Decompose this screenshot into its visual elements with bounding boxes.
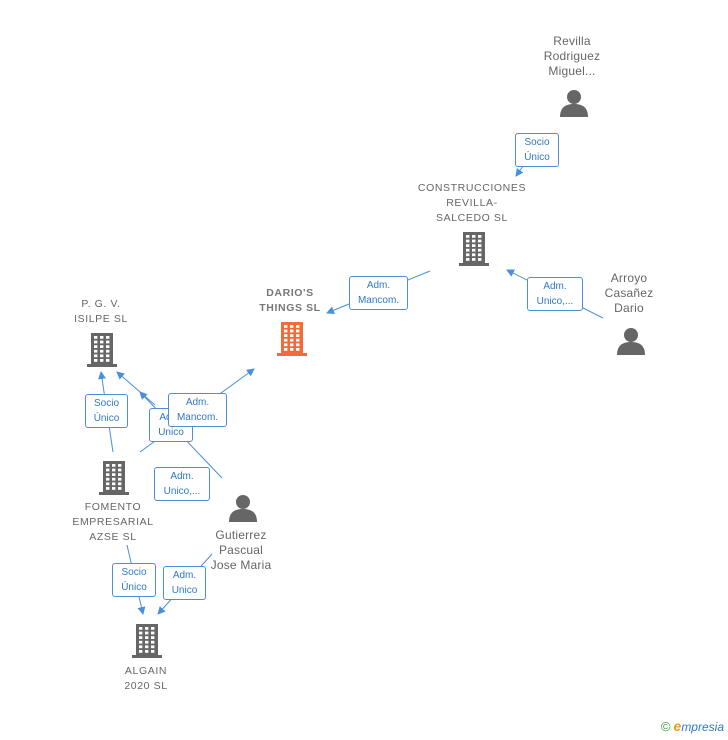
node-label-construcciones[interactable]: CONSTRUCCIONES REVILLA- SALCEDO SL [417, 182, 527, 224]
node-label-arroyo[interactable]: Arroyo Casañez Dario [604, 271, 654, 315]
edges-layer [98, 147, 604, 615]
footer-brand: ©empresia [661, 718, 724, 734]
person-icon-revilla-rodriguez[interactable] [559, 88, 589, 118]
building-icon-pgv-isilpe[interactable] [87, 333, 117, 367]
person-icon-gutierrez[interactable] [228, 493, 258, 523]
edge-label-e2[interactable]: Adm. Mancom. [349, 276, 408, 310]
edge-label-e7[interactable]: Adm. Unico,... [154, 467, 210, 501]
building-icon-algain[interactable] [132, 624, 162, 658]
brand-logo-initial: e [673, 718, 682, 734]
node-label-fomento[interactable]: FOMENTO EMPRESARIAL AZSE SL [72, 501, 154, 543]
edge-label-e6[interactable]: Adm. Mancom. [168, 393, 227, 427]
node-label-gutierrez[interactable]: Gutierrez Pascual Jose Maria [210, 528, 272, 572]
node-label-algain[interactable]: ALGAIN 2020 SL [124, 665, 168, 692]
edge-line-e5 [116, 371, 156, 406]
node-label-pgv-isilpe[interactable]: P. G. V. ISILPE SL [74, 298, 128, 325]
edge-label-e1[interactable]: Socio Único [515, 133, 559, 167]
edge-label-e9[interactable]: Adm. Unico [163, 566, 206, 600]
copyright-icon: © [660, 719, 671, 734]
edge-label-e3[interactable]: Adm. Unico,... [527, 277, 583, 311]
edge-label-e4[interactable]: Socio Único [85, 394, 128, 428]
node-label-revilla-rodriguez[interactable]: Revilla Rodriguez Miguel... [543, 34, 601, 78]
building-icon-fomento[interactable] [99, 461, 129, 495]
brand-logo-text: mpresia [681, 720, 724, 734]
building-icon-darios-things[interactable] [277, 322, 307, 356]
node-label-darios-things[interactable]: DARIO'S THINGS SL [259, 287, 321, 314]
edge-label-e8[interactable]: Socio Único [112, 563, 156, 597]
person-icon-arroyo[interactable] [616, 326, 646, 356]
building-icon-construcciones[interactable] [459, 232, 489, 266]
